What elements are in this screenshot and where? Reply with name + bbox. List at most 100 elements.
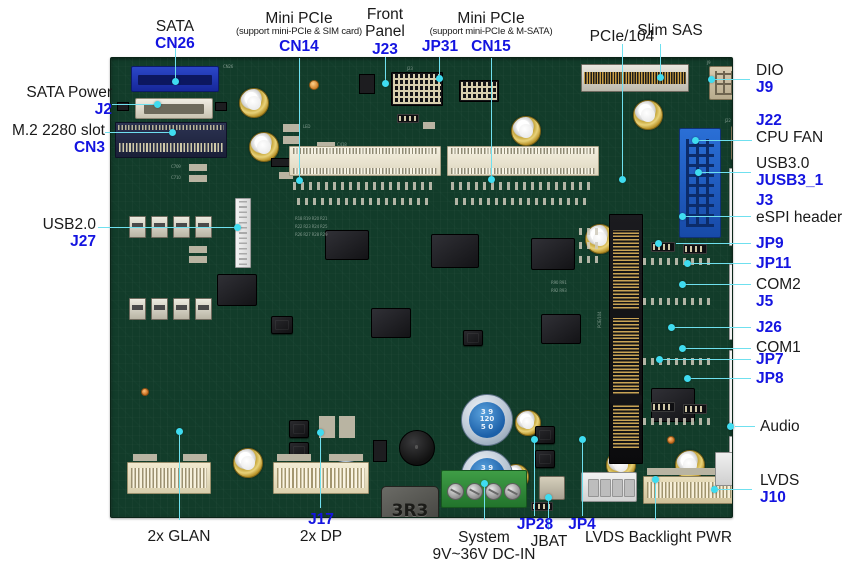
connector-cpu-fan-j22[interactable] xyxy=(731,126,732,160)
callout-glan-desc: 2x GLAN xyxy=(147,528,211,545)
dot-audio xyxy=(727,423,734,430)
cn15-lower-pins xyxy=(451,167,595,174)
jumper-jp11[interactable] xyxy=(683,244,707,254)
dot-usb30 xyxy=(695,169,702,176)
header-com1-j26[interactable] xyxy=(729,350,732,426)
callout-jp4-code: JP4 xyxy=(568,516,596,533)
leader-jbat xyxy=(548,498,550,530)
callout-espi-desc: eSPI header xyxy=(756,209,843,227)
dot-com2 xyxy=(679,281,686,288)
slim-sas-contacts xyxy=(584,71,686,84)
callout-jp31-code: JP31 xyxy=(421,38,459,55)
callout-front-panel-code: J23 xyxy=(372,40,398,58)
callout-jp4: JP4 xyxy=(549,516,615,533)
smd-pad-near-usb20-b xyxy=(189,256,207,263)
jumper-jp7[interactable] xyxy=(651,402,675,412)
callout-front-panel-line2: Panel xyxy=(365,23,405,41)
slot-mini-pcie-cn14[interactable] xyxy=(289,146,441,176)
smd-near-j2-right xyxy=(215,102,227,111)
callout-com2-desc: COM2 xyxy=(756,276,801,293)
dot-minipcie2 xyxy=(488,176,495,183)
callout-jbat-desc: JBAT xyxy=(530,533,568,550)
callout-jp9: JP9 xyxy=(756,235,826,252)
leader-jp11 xyxy=(688,263,751,265)
connector-dio-j9[interactable] xyxy=(709,66,732,100)
silk-text-block-3: R26 R27 R28 R29 xyxy=(295,232,328,237)
callout-minipcie1: Mini PCIe (support mini-PCIe & SIM card)… xyxy=(224,10,374,55)
connector-pcie-104[interactable] xyxy=(609,214,643,464)
dot-jp11 xyxy=(684,260,691,267)
callout-lvds-code: J10 xyxy=(760,489,786,507)
mounting-hole-top-left xyxy=(239,88,269,118)
pcie104-gold-fingers xyxy=(612,229,640,449)
terminal-screw-1[interactable] xyxy=(447,483,464,501)
dot-usb20 xyxy=(234,224,241,231)
callout-audio-desc: Audio xyxy=(760,418,800,435)
dot-jp9 xyxy=(655,240,662,247)
smd-block-left-a xyxy=(271,158,291,167)
leader-m2 xyxy=(105,132,173,134)
header-jp31[interactable] xyxy=(459,80,499,102)
leader-com2 xyxy=(683,284,751,286)
ic-small-left xyxy=(271,316,293,334)
callout-com1: COM1 xyxy=(756,339,836,356)
ic-controller-mid-center xyxy=(429,232,481,270)
header-front-panel-j23[interactable] xyxy=(391,72,443,106)
connector-jp4-molex[interactable] xyxy=(581,472,637,502)
connector-sata-power-j2[interactable] xyxy=(135,98,213,119)
callout-jp31: JP31 xyxy=(412,38,468,55)
smd-cluster-right-c xyxy=(643,358,711,365)
smd-pad-left-a xyxy=(279,172,293,179)
connector-usb-lower-2[interactable] xyxy=(151,298,168,320)
dot-sata-power xyxy=(154,101,161,108)
callout-minipcie1-sub: (support mini-PCIe & SIM card) xyxy=(236,26,362,38)
capacitor-blue-top[interactable]: 3 9 120 5 0 xyxy=(461,394,513,446)
silk-text-block-5: R92 R93 xyxy=(551,288,567,293)
connector-2x-glan[interactable] xyxy=(127,462,211,494)
smd-pad-c710 xyxy=(189,175,207,182)
dot-lvds xyxy=(711,486,718,493)
connector-usb-lower-1[interactable] xyxy=(129,298,146,320)
connector-lvds-j10[interactable] xyxy=(715,452,732,486)
header-espi-j3[interactable] xyxy=(729,168,732,246)
motherboard-pcb: CN26 C709 C710 xyxy=(110,57,733,518)
mounting-hole-bottom-center-a xyxy=(515,410,541,436)
dot-jp28 xyxy=(531,436,538,443)
molex-contact-1 xyxy=(588,479,599,497)
callout-front-panel: Front Panel J23 xyxy=(352,6,418,58)
callout-usb20-code: J27 xyxy=(70,233,96,251)
mounting-hole-bottom-left xyxy=(233,448,263,478)
mounting-hole-mid-left xyxy=(249,132,279,162)
terminal-screw-3[interactable] xyxy=(485,483,502,501)
leader-espi xyxy=(683,216,751,218)
jumper-jp9[interactable] xyxy=(651,242,675,252)
slot-mini-pcie-cn15[interactable] xyxy=(447,146,599,176)
leader-minipcie2 xyxy=(491,58,493,180)
connector-usb-lower-3[interactable] xyxy=(173,298,190,320)
silk-text-block-1: R18 R19 R20 R21 xyxy=(295,216,328,221)
callout-dio-code: J9 xyxy=(756,79,774,97)
header-com2-j5[interactable] xyxy=(729,264,732,340)
connector-m2-2280-cn3[interactable] xyxy=(115,122,227,158)
terminal-screw-2[interactable] xyxy=(466,483,483,501)
connector-slim-sas[interactable] xyxy=(581,64,689,92)
leader-jp8 xyxy=(688,378,751,380)
connector-jbat[interactable] xyxy=(539,476,565,500)
header-white-left-mid[interactable] xyxy=(235,198,251,268)
connector-usb30-jusb3-1[interactable] xyxy=(679,128,721,238)
silk-text-block-2: R22 R23 R24 R25 xyxy=(295,224,328,229)
leader-jp31 xyxy=(439,57,441,79)
callout-dp: J17 2x DP xyxy=(266,511,376,546)
terminal-screw-4[interactable] xyxy=(504,483,521,501)
inductor-3r3: 3R3 xyxy=(381,486,439,517)
dp-shield-pad-b xyxy=(329,454,363,461)
smd-left-of-pcie104-c xyxy=(579,256,603,263)
dot-dp xyxy=(317,429,324,436)
connector-usb-lower-4[interactable] xyxy=(195,298,212,320)
sata-power-opening xyxy=(143,103,205,114)
callout-jp28-code: JP28 xyxy=(516,516,554,533)
jumper-jp8[interactable] xyxy=(683,404,707,414)
jumper-near-j23[interactable] xyxy=(397,114,419,123)
jumper-jp28[interactable] xyxy=(531,502,553,511)
ic-controller-lower-center xyxy=(369,306,413,340)
